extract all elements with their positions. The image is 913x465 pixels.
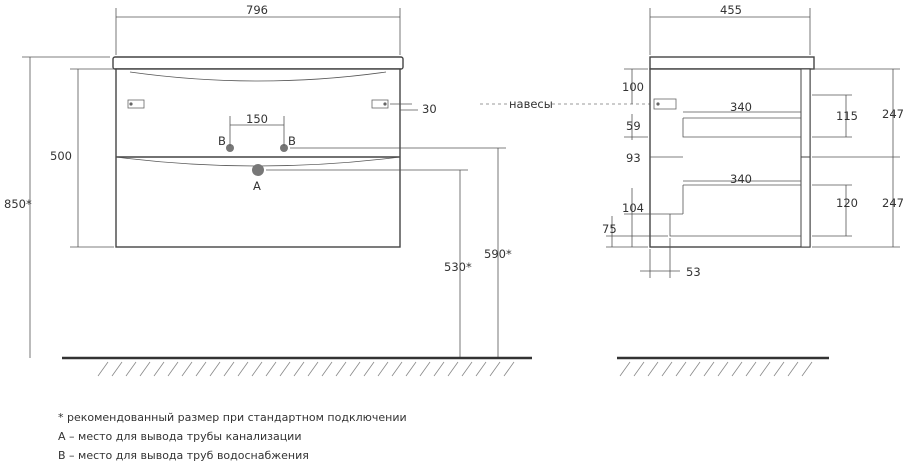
lower-drawer-height-label: 120 [836, 196, 858, 210]
front-top-drawer-curve [129, 71, 387, 82]
side-countertop [649, 56, 815, 70]
floor-hatch-line [363, 361, 375, 377]
floor-hatch-line [633, 361, 645, 377]
drain-marker: A [253, 179, 261, 193]
floor-hatch-line [321, 361, 333, 377]
hinges-callout: навесы [480, 97, 650, 111]
bottom-offset-label: 75 [602, 222, 617, 236]
water-height-label: 590* [484, 247, 512, 261]
floor-hatch-line [349, 361, 361, 377]
floor-hatch-line [787, 361, 799, 377]
floor-hatch-line [307, 361, 319, 377]
pipe-spacing-label: 150 [246, 112, 268, 126]
floor-hatch-line [731, 361, 743, 377]
body-height-label: 500 [50, 149, 72, 163]
floor-hatch-line [377, 361, 389, 377]
lower-section-label: 247 [882, 196, 904, 210]
gap-label: 59 [626, 119, 641, 133]
floor-hatch-line [139, 361, 151, 377]
front-countertop [112, 56, 404, 70]
total-height-label: 850* [4, 197, 32, 211]
floor-hatch-line [97, 361, 109, 377]
lower-offset-label: 104 [622, 201, 644, 215]
floor-hatch-line [391, 361, 403, 377]
floor-hatch-line [689, 361, 701, 377]
side-upper-drawer-box [682, 117, 801, 138]
floor-hatch-line [279, 361, 291, 377]
hinge-right-icon [371, 99, 389, 109]
floor-hatch-line [675, 361, 687, 377]
water-pipe-right-point [280, 144, 288, 152]
front-cabinet-body [115, 68, 401, 248]
water-pipe-left-point [226, 144, 234, 152]
floor-hatch-line [447, 361, 459, 377]
floor-hatch-line [773, 361, 785, 377]
floor-hatch-line [619, 361, 631, 377]
water-marker-right: B [288, 134, 296, 148]
floor-hatch-line [433, 361, 445, 377]
floor-hatch-line [475, 361, 487, 377]
front-floor-hatch [97, 361, 515, 377]
floor-hatch-line [801, 361, 813, 377]
side-lower-drawer-box [669, 184, 801, 237]
floor-hatch-line [125, 361, 137, 377]
floor-hatch-line [703, 361, 715, 377]
note-water: В – место для вывода труб водоснабжения [58, 449, 309, 462]
floor-hatch-line [251, 361, 263, 377]
floor-hatch-line [265, 361, 277, 377]
floor-hatch-line [153, 361, 165, 377]
floor-hatch-line [405, 361, 417, 377]
side-upper-drawer-front [800, 68, 811, 158]
water-marker-left: B [218, 134, 226, 148]
drawer-depth-offset-label: 93 [626, 151, 641, 165]
upper-section-label: 247 [882, 107, 904, 121]
floor-hatch-line [195, 361, 207, 377]
side-hinge-icon [653, 98, 677, 110]
floor-hatch-line [503, 361, 515, 377]
hinges-label: навесы [509, 97, 553, 111]
floor-hatch-line [745, 361, 757, 377]
floor-hatch-line [489, 361, 501, 377]
side-cabinet-body [649, 68, 811, 248]
side-lower-drawer-front [800, 156, 811, 248]
floor-hatch-line [167, 361, 179, 377]
floor-hatch-line [717, 361, 729, 377]
floor-hatch-line [181, 361, 193, 377]
lower-drawer-inner-label: 340 [730, 172, 752, 186]
drain-height-label: 530* [444, 260, 472, 274]
floor-hatch-line [461, 361, 473, 377]
hinge-left-icon [127, 99, 145, 109]
front-view: B B A 150 796 850* 500 30 530* 590* [4, 3, 532, 377]
floor-hatch-line [293, 361, 305, 377]
note-drain: А – место для вывода трубы канализации [58, 430, 302, 443]
floor-hatch-line [223, 361, 235, 377]
floor-hatch-line [111, 361, 123, 377]
floor-hatch-line [759, 361, 771, 377]
plinth-label: 53 [686, 265, 701, 279]
floor-hatch-line [237, 361, 249, 377]
upper-drawer-inner-label: 340 [730, 100, 752, 114]
upper-drawer-height-label: 115 [836, 109, 858, 123]
front-width-label: 796 [246, 3, 268, 17]
floor-hatch-line [335, 361, 347, 377]
drain-pipe-point [252, 164, 264, 176]
floor-hatch-line [209, 361, 221, 377]
top-offset-label: 100 [622, 80, 644, 94]
side-depth-label: 455 [720, 3, 742, 17]
side-view: 455 100 340 59 93 340 104 75 53 [602, 3, 904, 377]
hinge-offset-label: 30 [422, 102, 437, 116]
floor-hatch-line [647, 361, 659, 377]
floor-hatch-line [661, 361, 673, 377]
side-floor-hatch [619, 361, 813, 377]
floor-hatch-line [419, 361, 431, 377]
note-recommended: * рекомендованный размер при стандартном… [58, 411, 407, 424]
